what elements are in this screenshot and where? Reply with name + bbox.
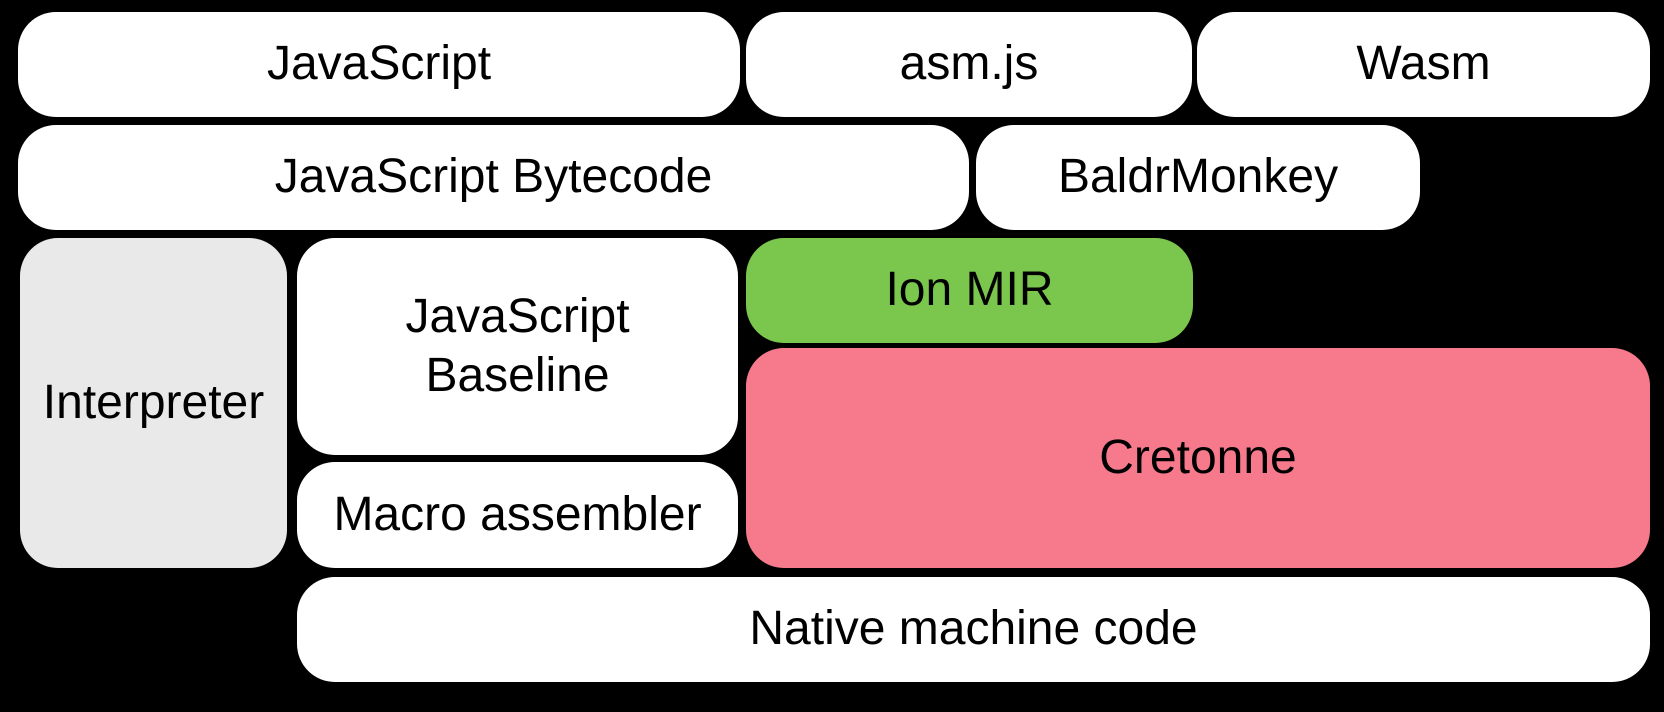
node-native-machine-code: Native machine code (297, 577, 1650, 682)
node-cretonne: Cretonne (746, 348, 1650, 568)
node-javascript-bytecode: JavaScript Bytecode (18, 125, 969, 230)
wasm-label: Wasm (1356, 37, 1491, 91)
node-javascript-baseline: JavaScript Baseline (297, 238, 738, 455)
node-javascript: JavaScript (18, 12, 740, 117)
ion-mir-label: Ion MIR (885, 263, 1054, 317)
node-wasm: Wasm (1197, 12, 1650, 117)
javascript-label: JavaScript (266, 37, 492, 91)
native-machine-code-label: Native machine code (749, 602, 1198, 656)
node-ion-mir: Ion MIR (746, 238, 1193, 343)
baldrmonkey-label: BaldrMonkey (1057, 150, 1339, 204)
asm-js-label: asm.js (899, 37, 1039, 91)
node-interpreter: Interpreter (20, 238, 287, 568)
macro-assembler-label: Macro assembler (333, 487, 702, 541)
interpreter-label: Interpreter (42, 375, 265, 429)
cretonne-label: Cretonne (1099, 430, 1297, 484)
node-asm-js: asm.js (746, 12, 1192, 117)
javascript-bytecode-label: JavaScript Bytecode (274, 150, 713, 204)
node-macro-assembler: Macro assembler (297, 462, 738, 568)
node-baldrmonkey: BaldrMonkey (976, 125, 1420, 230)
javascript-baseline-label: JavaScript Baseline (405, 289, 630, 402)
